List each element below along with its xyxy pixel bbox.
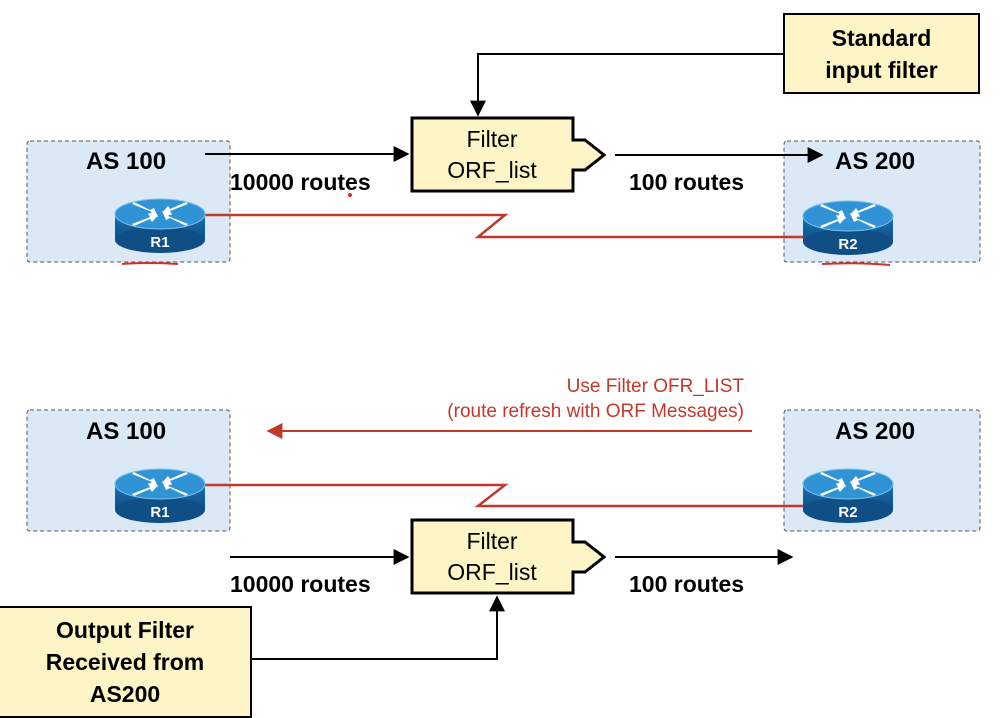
filter-line2-top: ORF_list xyxy=(447,157,537,183)
standard-input-filter-note: Standard input filter xyxy=(783,13,980,94)
router-r1-label-top: R1 xyxy=(150,234,169,251)
note-line3-bottom: AS200 xyxy=(89,681,161,707)
as200-label-bottom: AS 200 xyxy=(835,418,916,445)
orf-message-line2: (route refresh with ORF Messages) xyxy=(447,401,744,422)
note-line2-top: input filter xyxy=(825,56,938,83)
annotation-mark-r2 xyxy=(821,262,891,266)
output-filter-note: Output Filter Received from AS200 xyxy=(0,606,252,718)
filter-line1-bottom: Filter xyxy=(466,528,518,554)
orf-message-line1: Use Filter OFR_LIST xyxy=(566,376,744,397)
link-r1-r2-bottom xyxy=(205,483,805,508)
router-r2-label-bottom: R2 xyxy=(838,504,857,521)
link-r1-r2-top xyxy=(205,213,805,239)
filter-line1-top: Filter xyxy=(466,126,518,152)
annotation-dot xyxy=(348,193,352,197)
filter-box-bottom xyxy=(410,518,607,595)
router-r1-label-bottom: R1 xyxy=(150,504,169,521)
arrow-output-filter xyxy=(252,595,505,660)
as100-label-top: AS 100 xyxy=(86,148,167,175)
routes-in-label-top: 10000 routes xyxy=(230,169,371,195)
note-line1-top: Standard xyxy=(831,24,932,51)
as100-label-bottom: AS 100 xyxy=(86,418,167,445)
filter-line2-bottom: ORF_list xyxy=(447,559,537,585)
note-line1-bottom: Output Filter xyxy=(56,617,194,643)
filter-label-bottom: Filter ORF_list xyxy=(417,526,567,588)
as200-label-top: AS 200 xyxy=(835,148,916,175)
routes-out-label-top: 100 routes xyxy=(629,169,745,195)
routes-out-label-bottom: 100 routes xyxy=(629,571,745,597)
router-r2-label-top: R2 xyxy=(838,236,857,253)
filter-label-top: Filter ORF_list xyxy=(417,124,567,186)
filter-box-top xyxy=(410,116,607,193)
arrow-standard-filter xyxy=(470,53,785,117)
routes-in-label-bottom: 10000 routes xyxy=(230,571,371,597)
orf-message-label: Use Filter OFR_LIST (route refresh with … xyxy=(447,374,744,424)
annotation-mark-r1 xyxy=(121,262,179,265)
note-line2-bottom: Received from xyxy=(45,649,205,675)
